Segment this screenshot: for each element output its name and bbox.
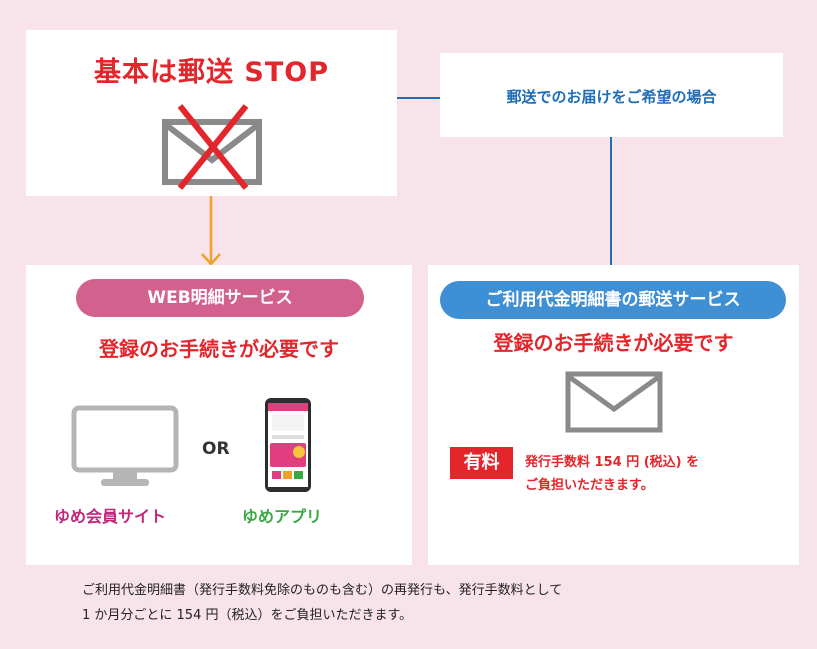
footnote-line-1: ご利用代金明細書（発行手数料免除のものも含む）の再発行も、発行手数料として xyxy=(82,583,563,598)
envelope-crossed-icon xyxy=(162,104,262,190)
fee-line-2: ご負担いただきます。 xyxy=(525,478,654,493)
yume-app-label: ゆめアプリ xyxy=(242,507,323,526)
web-requirement-text: 登録のお手続きが必要です xyxy=(99,337,339,361)
mail-stop-box: 基本は郵送 STOP xyxy=(26,30,397,196)
mail-request-box: 郵送でのお届けをご希望の場合 xyxy=(440,53,783,137)
web-statement-box: WEB明細サービス 登録のお手続きが必要です OR ゆめ会員サイト ゆめアプリ xyxy=(26,265,412,565)
smartphone-icon xyxy=(265,398,311,492)
member-site-label: ゆめ会員サイト xyxy=(54,507,167,526)
footnote: ご利用代金明細書（発行手数料免除のものも含む）の再発行も、発行手数料として 1 … xyxy=(0,578,817,628)
paid-badge: 有料 xyxy=(450,447,513,479)
fee-line-1: 発行手数料 154 円 (税込) を xyxy=(525,455,700,470)
or-label: OR xyxy=(202,439,230,459)
mail-request-label: 郵送でのお届けをご希望の場合 xyxy=(506,88,717,106)
stop-title: 基本は郵送 STOP xyxy=(93,57,329,88)
monitor-icon xyxy=(71,405,179,486)
post-requirement-text: 登録のお手続きが必要です xyxy=(493,331,734,355)
fee-text: 発行手数料 154 円 (税込) を ご負担いただきます。 xyxy=(525,451,785,497)
web-service-pill: WEB明細サービス xyxy=(76,279,364,317)
envelope-icon xyxy=(565,371,663,433)
footnote-line-2: 1 か月分ごとに 154 円（税込）をご負担いただきます。 xyxy=(82,608,413,623)
post-service-pill: ご利用代金明細書の郵送サービス xyxy=(440,281,786,319)
postal-statement-box: ご利用代金明細書の郵送サービス 登録のお手続きが必要です 有料 発行手数料 15… xyxy=(428,265,799,565)
